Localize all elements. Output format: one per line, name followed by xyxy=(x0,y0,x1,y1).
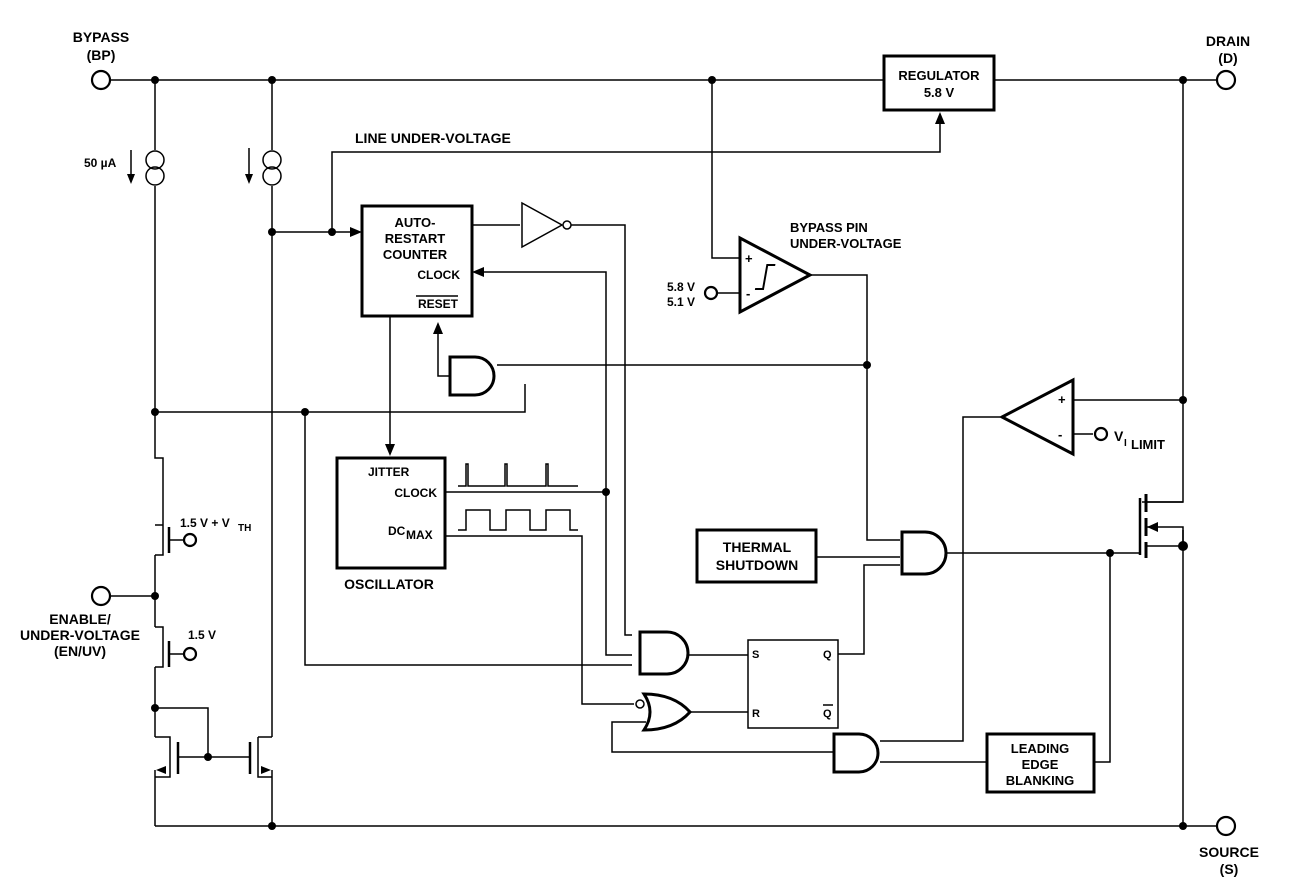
current-source-50ua: 50 µA xyxy=(84,150,165,186)
auto-restart-reset-label: RESET xyxy=(418,297,459,311)
vth-subscript: TH xyxy=(238,523,251,534)
arrowheads xyxy=(350,112,945,456)
bypass-pin-uv-label-1: BYPASS PIN xyxy=(790,220,868,235)
auto-restart-label-3: COUNTER xyxy=(383,247,448,262)
bypass-uv-comparator: + - BYPASS PIN UNDER-VOLTAGE xyxy=(738,220,902,315)
vilimit-subscript: I xyxy=(1124,438,1127,449)
current-mirror xyxy=(155,736,272,778)
vilimit-pin[interactable]: V I LIMIT xyxy=(1093,426,1165,452)
bypass-pin-uv-label-2: UNDER-VOLTAGE xyxy=(790,236,902,251)
flipflop-r-label: R xyxy=(752,708,760,720)
enable-pin-abbr: (EN/UV) xyxy=(54,643,106,659)
flipflop-s-label: S xyxy=(752,649,759,661)
current-limit-comparator: + - xyxy=(998,377,1075,457)
source-pin[interactable]: SOURCE (S) xyxy=(1199,815,1259,877)
transistor-15v: 1.5 V xyxy=(155,626,216,668)
oscillator-clock-label: CLOCK xyxy=(394,486,437,500)
power-mosfet xyxy=(1138,494,1184,558)
oscillator-jitter-label: JITTER xyxy=(368,465,410,479)
flipflop-qbar-label: Q xyxy=(823,708,832,720)
set-and-gate xyxy=(638,630,690,676)
reference-voltage-low: 5.1 V xyxy=(667,295,695,309)
reference-voltage-high: 5.8 V xyxy=(667,280,695,294)
line-under-voltage-label: LINE UNDER-VOLTAGE xyxy=(355,130,511,146)
wires xyxy=(110,79,1218,827)
current-source-2 xyxy=(245,148,282,186)
leb-label-2: EDGE xyxy=(1022,757,1059,772)
vilimit-subscript-limit: LIMIT xyxy=(1131,437,1165,452)
v15-label: 1.5 V xyxy=(188,628,216,642)
bypass-comparator-minus: - xyxy=(746,286,750,301)
regulator-label: REGULATOR xyxy=(898,68,980,83)
source-pin-abbr: (S) xyxy=(1220,861,1239,877)
oscillator-dc-label: DC xyxy=(388,524,406,538)
leb-label-1: LEADING xyxy=(1011,741,1070,756)
bypass-pin-label: BYPASS xyxy=(73,29,130,45)
inverter xyxy=(521,201,572,249)
auto-restart-counter-block: AUTO- RESTART COUNTER CLOCK RESET xyxy=(360,204,474,318)
current-source-label: 50 µA xyxy=(84,156,117,170)
flipflop-q-label: Q xyxy=(823,649,832,661)
reference-pin[interactable]: 5.8 V 5.1 V xyxy=(667,280,719,309)
drain-pin[interactable]: DRAIN (D) xyxy=(1206,33,1250,91)
waveforms xyxy=(458,463,578,531)
drain-pin-abbr: (D) xyxy=(1218,50,1237,66)
bypass-pin-abbr: (BP) xyxy=(87,47,116,63)
regulator-voltage: 5.8 V xyxy=(924,85,955,100)
or-gate xyxy=(635,692,693,732)
leading-edge-blanking-block: LEADING EDGE BLANKING xyxy=(985,732,1096,794)
bypass-comparator-plus: + xyxy=(745,251,753,266)
limit-comparator-minus: - xyxy=(1058,427,1062,442)
reset-and-gate xyxy=(448,355,496,397)
oscillator-dc-subscript: MAX xyxy=(406,528,433,542)
oscillator-block: JITTER CLOCK DC MAX OSCILLATOR xyxy=(335,456,447,592)
thermal-label-1: THERMAL xyxy=(723,539,792,555)
thermal-shutdown-block: THERMAL SHUTDOWN xyxy=(695,528,818,584)
source-pin-label: SOURCE xyxy=(1199,844,1259,860)
main-and-gate xyxy=(900,530,948,576)
auto-restart-clock-label: CLOCK xyxy=(417,268,460,282)
enable-pin[interactable]: ENABLE/ UNDER-VOLTAGE (EN/UV) xyxy=(20,585,140,659)
auto-restart-label-1: AUTO- xyxy=(395,215,436,230)
thermal-label-2: SHUTDOWN xyxy=(716,557,798,573)
bypass-pin[interactable]: BYPASS (BP) xyxy=(73,29,130,91)
oscillator-label: OSCILLATOR xyxy=(344,576,434,592)
transistor-vth: 1.5 V + V TH xyxy=(155,516,251,556)
limit-comparator-plus: + xyxy=(1058,392,1066,407)
bottom-and-gate xyxy=(832,732,880,774)
enable-pin-label: ENABLE/ xyxy=(49,611,111,627)
sr-flip-flop: S Q R Q xyxy=(747,639,839,729)
regulator-block: REGULATOR 5.8 V xyxy=(882,54,996,112)
drain-pin-label: DRAIN xyxy=(1206,33,1250,49)
auto-restart-label-2: RESTART xyxy=(385,231,445,246)
enable-pin-label-2: UNDER-VOLTAGE xyxy=(20,627,140,643)
vth-label: 1.5 V + V xyxy=(180,516,230,530)
leb-label-3: BLANKING xyxy=(1006,773,1075,788)
vilimit-label: V xyxy=(1114,428,1124,444)
